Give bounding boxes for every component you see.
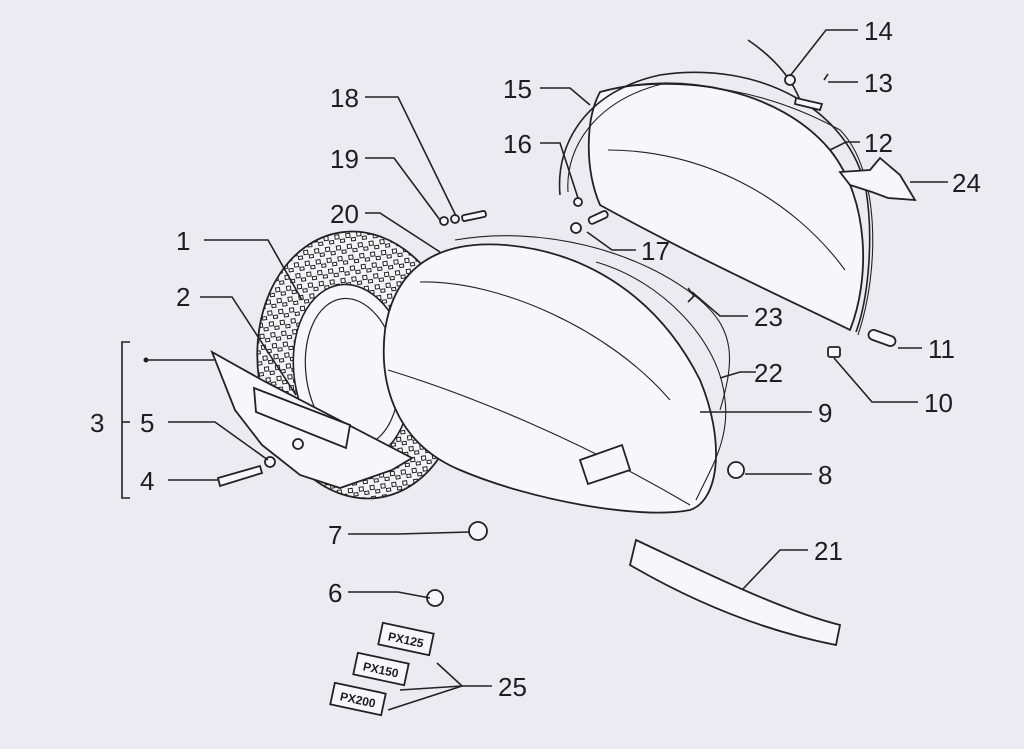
callout-labels: 1 2 3 4 5 6 7 8 9 10 11 12 13 14 15 16 1…	[90, 16, 981, 702]
callout-13: 13	[864, 68, 893, 98]
callout-17: 17	[641, 236, 670, 266]
side-cowl-part	[382, 243, 717, 514]
rear-seal-strip	[595, 261, 727, 501]
model-badge-px150: PX150	[352, 651, 410, 687]
upper-seal-strip	[454, 235, 731, 411]
model-badge-px200: PX200	[329, 681, 387, 717]
callout-22: 22	[754, 358, 783, 388]
callout-15: 15	[503, 74, 532, 104]
callout-12: 12	[864, 128, 893, 158]
callout-14: 14	[864, 16, 893, 46]
callout-10: 10	[924, 388, 953, 418]
callout-7: 7	[328, 520, 342, 550]
inner-panel-part	[587, 82, 874, 336]
edge-trim-strip	[558, 71, 871, 333]
callout-20: 20	[330, 199, 359, 229]
model-badge-px125: PX125	[377, 621, 435, 657]
callout-8: 8	[818, 460, 832, 490]
edge-trim-strip-inner	[567, 83, 663, 193]
callout-2: 2	[176, 282, 190, 312]
callout-16: 16	[503, 129, 532, 159]
callout-3: 3	[90, 408, 104, 438]
callout-4: 4	[140, 466, 154, 496]
callout-25: 25	[498, 672, 527, 702]
lower-cover-part	[210, 349, 414, 489]
callout-11: 11	[928, 334, 955, 364]
hardware-parts	[216, 39, 917, 607]
callout-5: 5	[140, 408, 154, 438]
callout-23: 23	[754, 302, 783, 332]
leader-lines	[121, 29, 948, 711]
callout-18: 18	[330, 83, 359, 113]
callout-6: 6	[328, 578, 342, 608]
callout-1: 1	[176, 226, 190, 256]
callout-19: 19	[330, 144, 359, 174]
trim-molding-part	[628, 538, 842, 647]
callout-24: 24	[952, 168, 981, 198]
bracket-dot	[143, 357, 149, 363]
callout-21: 21	[814, 536, 843, 566]
callout-9: 9	[818, 398, 832, 428]
